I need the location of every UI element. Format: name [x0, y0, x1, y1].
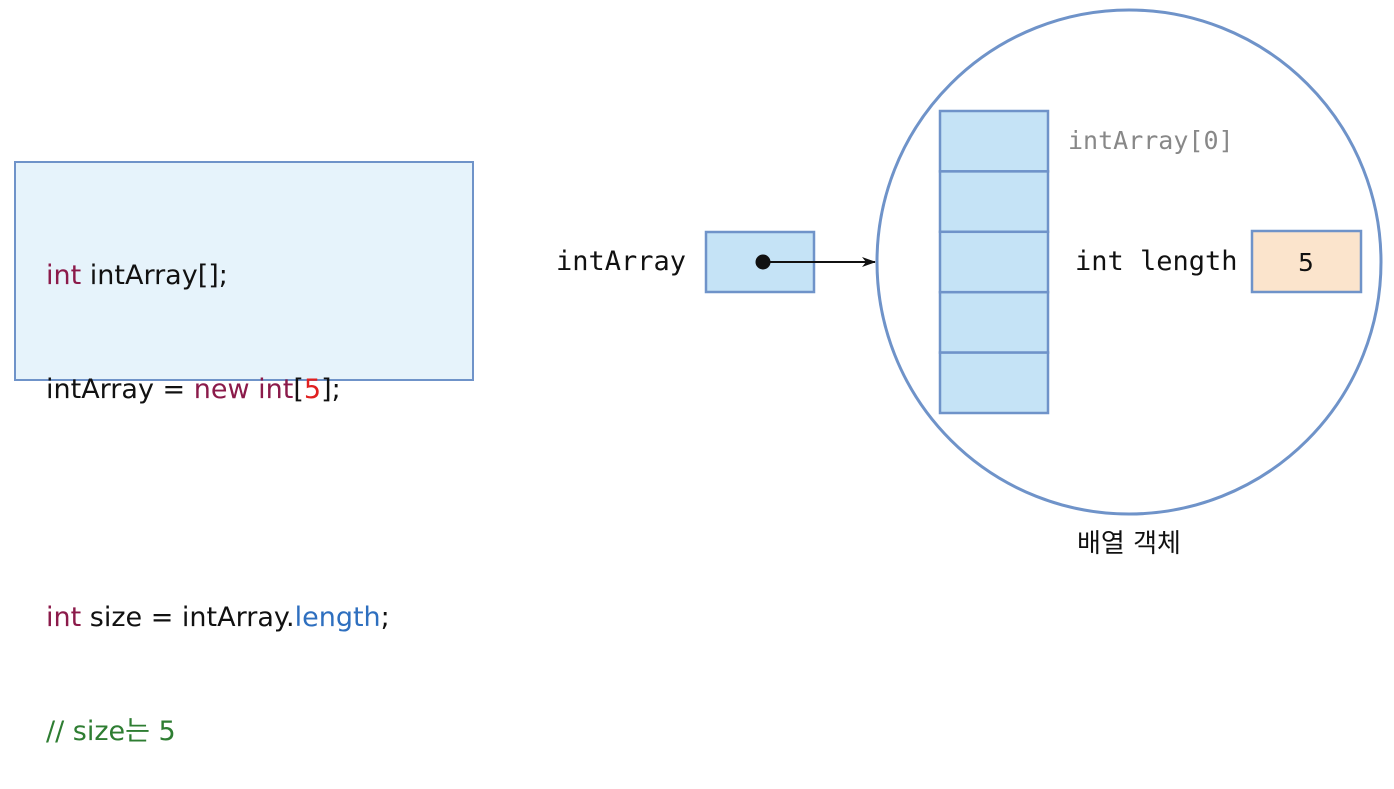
code-line-declaration: int intArray[]; [46, 257, 472, 295]
length-value-box [1250, 229, 1363, 294]
length-value: 5 [1298, 248, 1314, 277]
code-comment: // size는 5 [46, 716, 176, 747]
length-label: int length [1075, 246, 1238, 277]
code-text: ; [380, 602, 390, 633]
array-cell [938, 109, 1050, 173]
array-cell [938, 170, 1050, 234]
code-text: size = intArray. [81, 602, 295, 633]
element-label: intArray[0] [1068, 126, 1234, 155]
code-text: intArray[]; [81, 260, 228, 291]
code-text: ]; [321, 374, 341, 405]
number-literal: 5 [303, 374, 322, 405]
code-line-allocation: intArray = new int[5]; [46, 371, 472, 409]
code-text: [ [293, 374, 304, 405]
code-line-length: int size = intArray.length; [46, 599, 472, 637]
length-property: length [294, 602, 381, 633]
code-text: intArray = [46, 374, 194, 405]
variable-label: intArray [556, 246, 686, 277]
array-object-circle [875, 8, 1383, 516]
keyword-new: new [193, 374, 250, 405]
keyword-int: int [46, 260, 82, 291]
keyword-int: int [46, 602, 82, 633]
array-cell [938, 351, 1050, 415]
object-caption: 배열 객체 [1077, 529, 1181, 559]
array-cell [938, 230, 1050, 294]
array-cells [938, 109, 1050, 415]
keyword-int: int [258, 374, 294, 405]
array-cell [938, 290, 1050, 354]
array-diagram: intArray intArray[0] int length 5 배열 객체 [556, 8, 1383, 559]
